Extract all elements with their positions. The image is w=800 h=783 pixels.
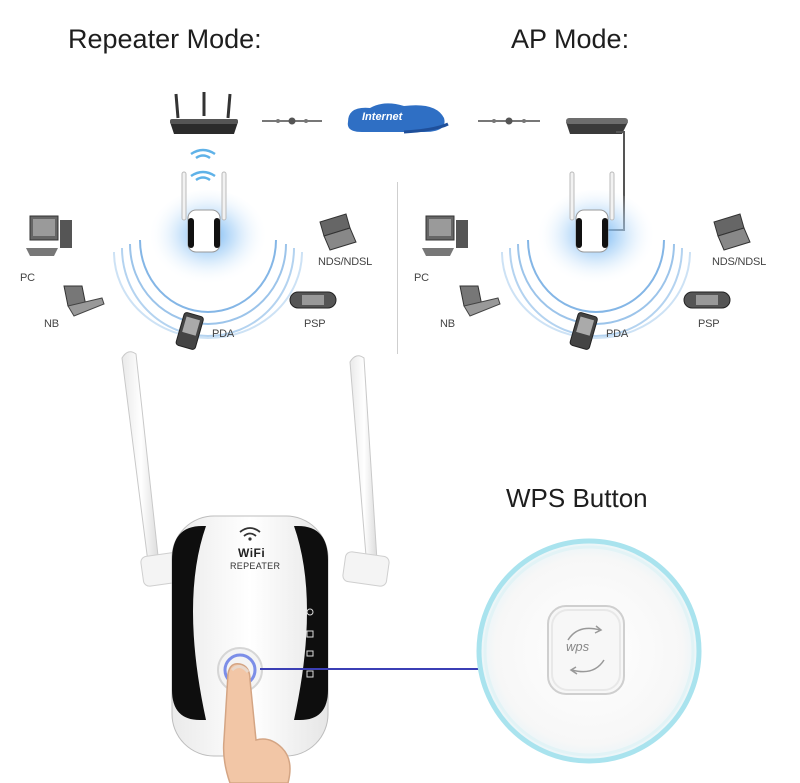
repeater-mode-heading: Repeater Mode: [68,24,262,54]
device-model-label: REPEATER [230,561,281,571]
repeater-small-icon [181,171,227,253]
notebook-icon [63,285,105,317]
wifi-signal-icon [190,148,216,182]
psp-icon [289,291,337,309]
repeater-nb-label: NB [44,318,59,330]
link-connector-left [262,117,322,125]
ap-pc-icon [422,215,468,256]
ap-notebook-icon [459,285,501,317]
internet-cloud-icon [347,103,449,134]
internet-label: Internet [362,111,403,123]
wps-closeup-label: wps [566,639,590,654]
ap-psp-label: PSP [698,318,720,330]
wps-button-heading: WPS Button [506,483,648,513]
ap-pda-label: PDA [606,328,629,340]
ap-psp-icon [683,291,731,309]
ap-mode-heading: AP Mode: [511,24,630,54]
ap-pda-icon [569,312,598,350]
repeater-pc-label: PC [20,272,35,284]
repeater-nds-label: NDS/NDSL [318,256,373,268]
device-brand-label: WiFi [238,546,266,560]
wps-closeup [476,538,702,764]
wifi-repeater-device [121,351,390,783]
diagram-divider [397,182,398,354]
repeater-psp-label: PSP [304,318,326,330]
ap-nb-label: NB [440,318,455,330]
repeater-pda-label: PDA [212,328,235,340]
nds-icon [319,213,357,251]
wps-pointer-line [260,668,482,670]
ap-repeater-small-icon [569,171,615,253]
ap-nds-label: NDS/NDSL [712,256,767,268]
pc-icon [26,215,72,256]
pda-icon [175,312,204,350]
ap-pc-label: PC [414,272,429,284]
ap-nds-icon [713,213,751,251]
router-icon [170,92,238,134]
link-connector-right [478,117,540,125]
